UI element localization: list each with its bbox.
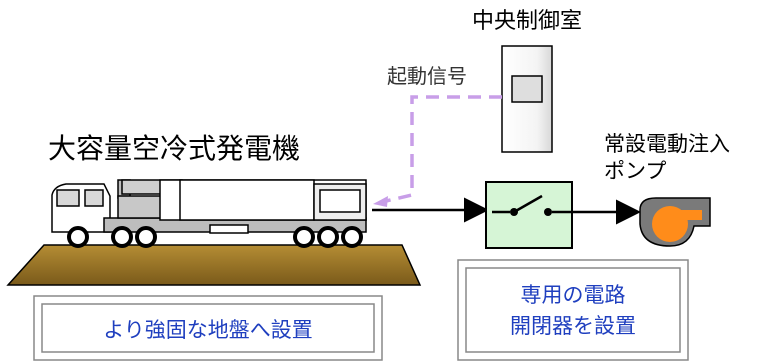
- switch-callout-text-line1: 専用の電路: [521, 283, 626, 307]
- pump-label-line2: ポンプ: [604, 159, 666, 183]
- ground-platform: [6, 244, 422, 286]
- breaker-switch-icon: [485, 181, 573, 249]
- switch-callout: 専用の電路 開閉器を設置: [457, 259, 689, 361]
- switch-callout-text-line2: 開閉器を設置: [510, 314, 636, 338]
- start-signal-line: [373, 95, 502, 207]
- control-room-label: 中央制御室: [472, 9, 582, 34]
- ground-callout-text: より強固な地盤へ設置: [103, 318, 313, 342]
- start-signal-label: 起動信号: [387, 64, 467, 88]
- generator-label: 大容量空冷式発電機: [48, 132, 300, 165]
- pump-label-line1: 常設電動注入: [604, 132, 730, 156]
- pump-icon: [639, 197, 711, 247]
- truck-icon: [51, 179, 367, 248]
- control-panel-icon: [501, 45, 553, 153]
- ground-callout: より強固な地盤へ設置: [33, 295, 383, 361]
